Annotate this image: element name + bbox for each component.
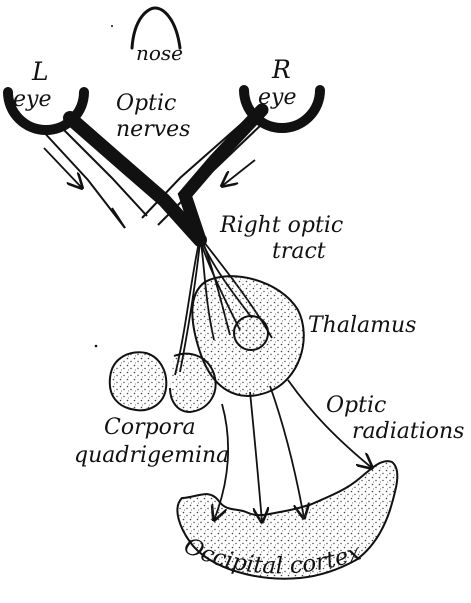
optic-nerves-label-line2: nerves bbox=[116, 117, 190, 142]
corpora-quadrigemina bbox=[110, 352, 216, 412]
optic-radiations-label-line1: Optic bbox=[326, 393, 386, 418]
corpora-label-line1: Corpora bbox=[104, 415, 196, 440]
corpora-label-line2: quadrigemina bbox=[74, 443, 229, 468]
left-eye-label: eye bbox=[13, 87, 51, 112]
speck bbox=[95, 345, 98, 348]
right-optic-tract-label-line1: Right optic bbox=[219, 213, 343, 238]
speck bbox=[111, 25, 113, 27]
thalamus-label: Thalamus bbox=[308, 313, 416, 338]
right-optic-tract-label-line2: tract bbox=[272, 239, 326, 264]
right-nerve-arrow bbox=[222, 160, 255, 186]
optic-radiations-label-line2: radiations bbox=[352, 419, 464, 444]
optic-nerves-label-line1: Optic bbox=[116, 91, 176, 116]
nose-label: nose bbox=[136, 41, 183, 65]
left-eye-letter: L bbox=[31, 57, 49, 86]
right-eye-letter: R bbox=[271, 55, 291, 84]
